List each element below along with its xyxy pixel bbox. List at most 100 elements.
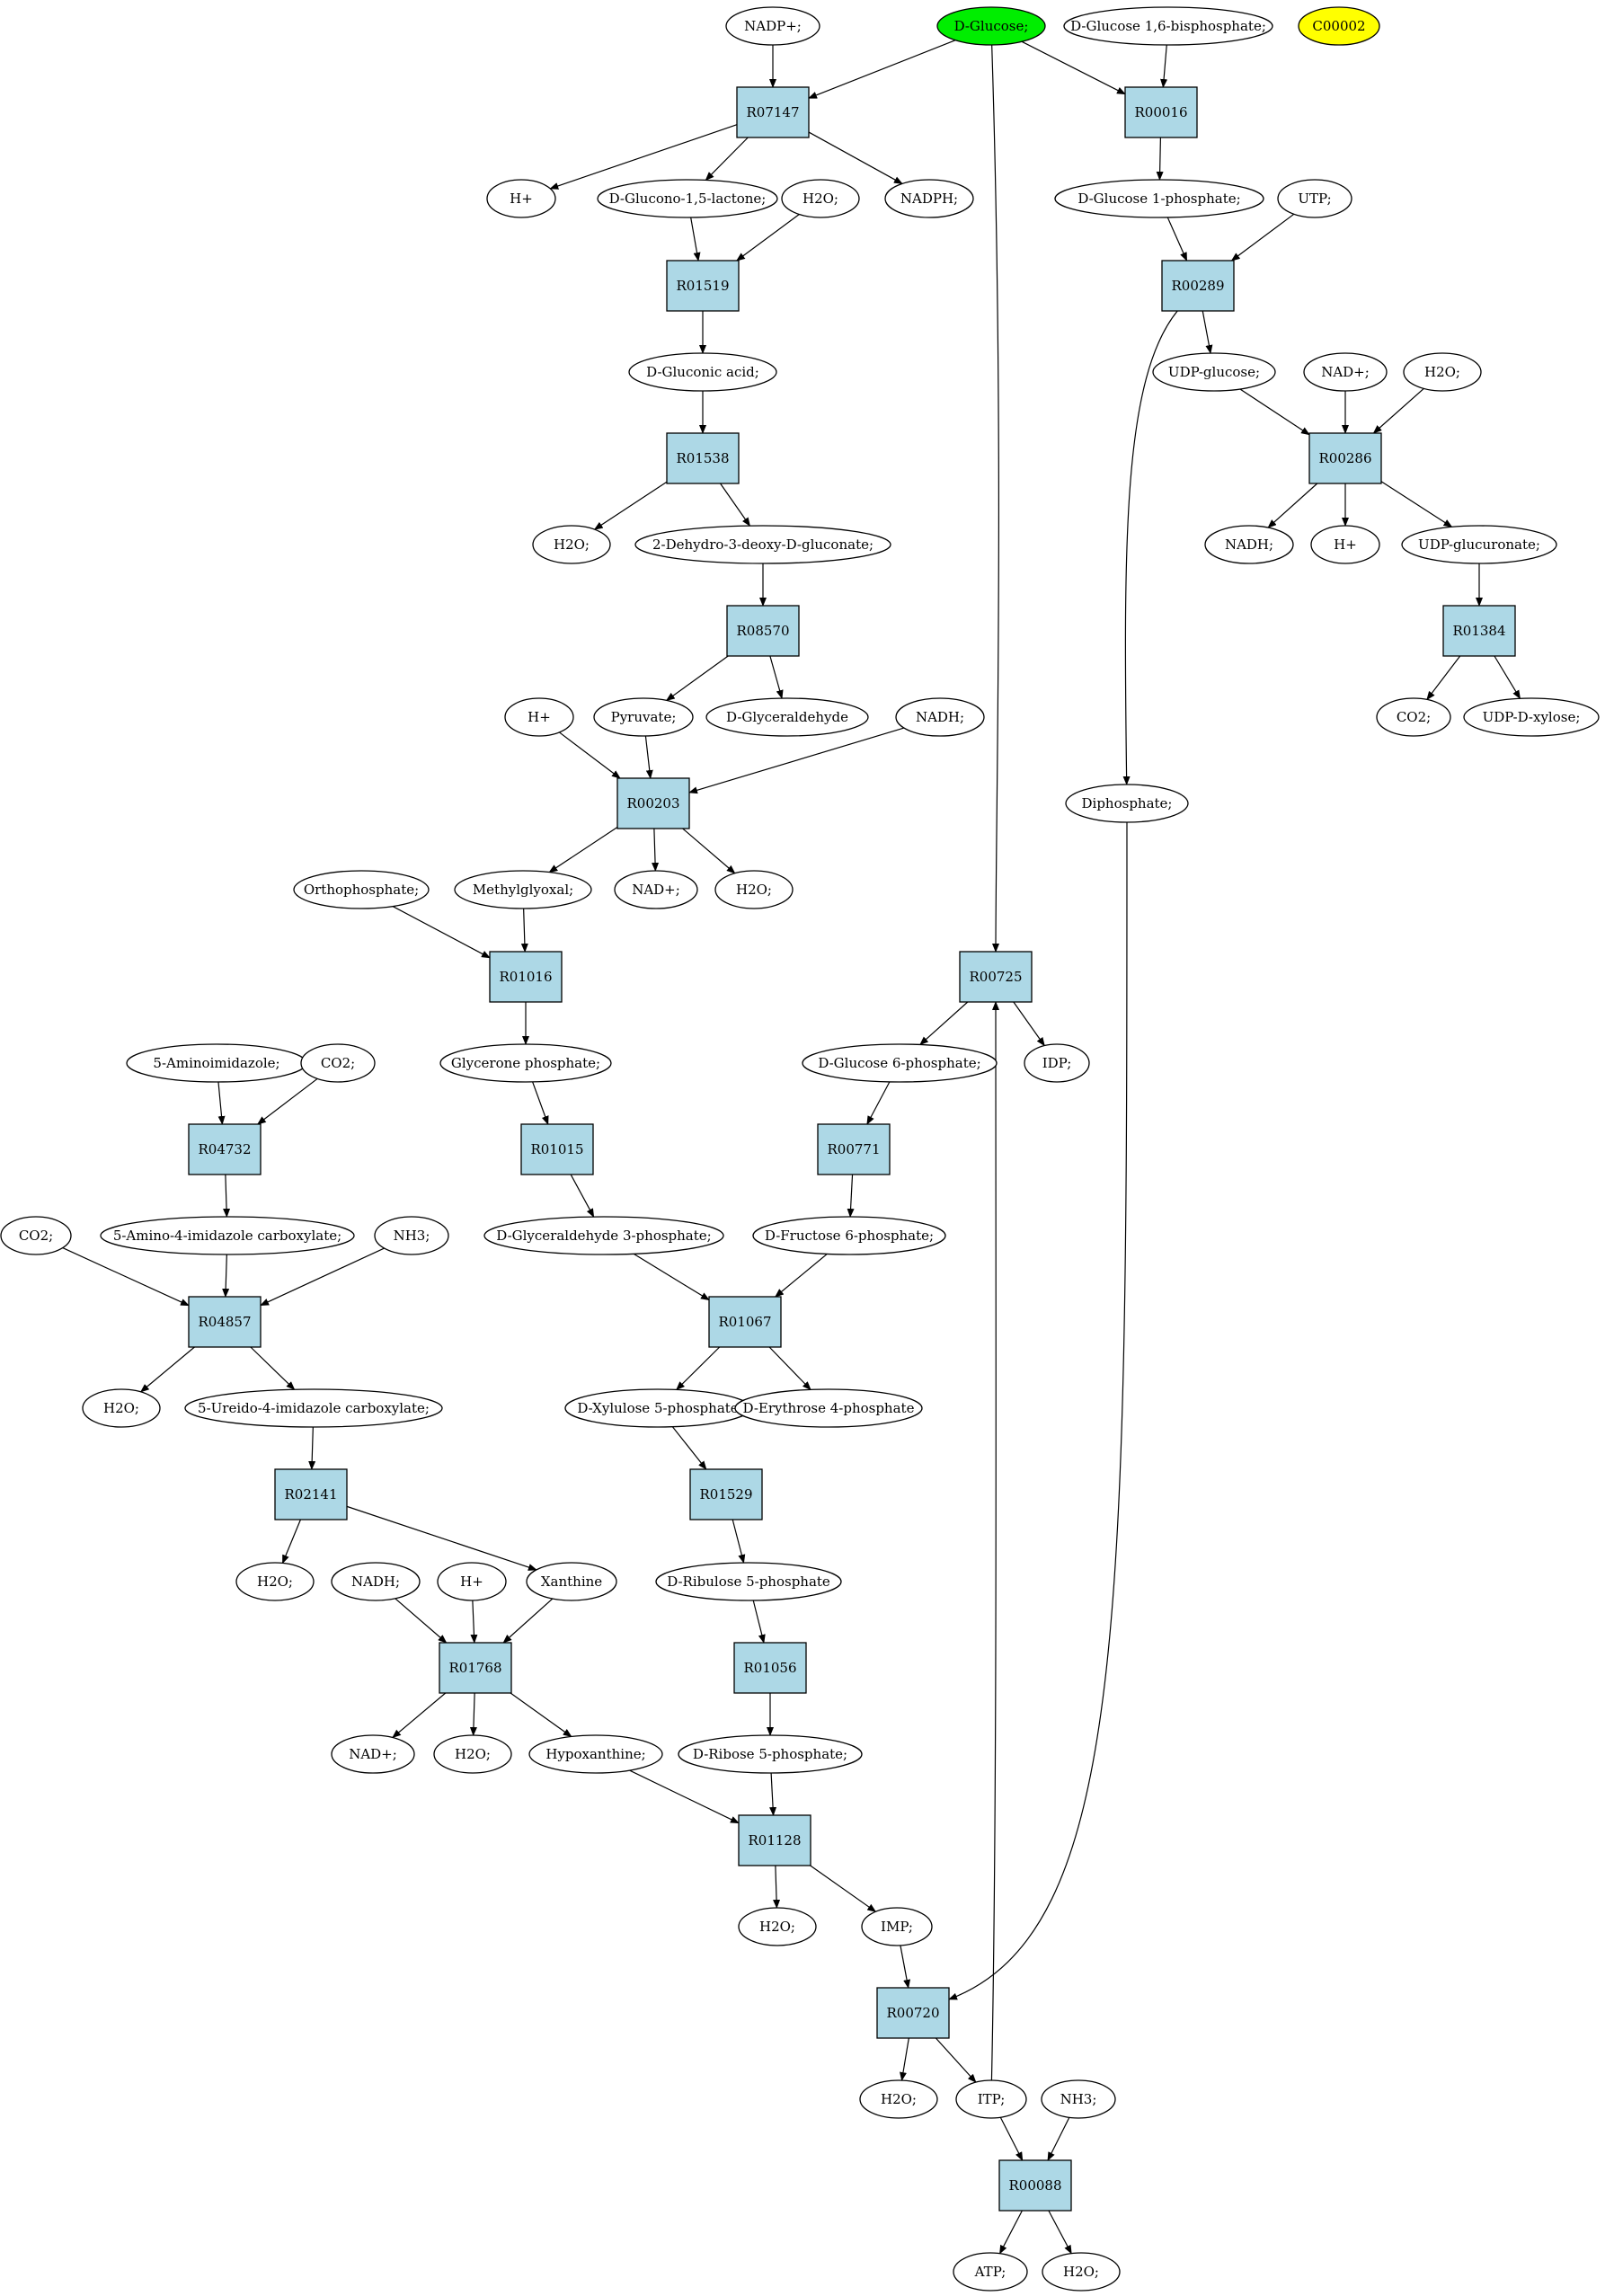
- compound-node-ru5p[interactable]: D-Ribulose 5-phosphate: [655, 1562, 842, 1601]
- compound-node-h2o_h[interactable]: H2O;: [433, 1734, 512, 1774]
- compound-node-mgo[interactable]: Methylglyoxal;: [454, 870, 592, 909]
- node-shape: [955, 2079, 1027, 2119]
- compound-node-co2_a[interactable]: CO2;: [1376, 697, 1451, 737]
- node-label: R01128: [748, 1832, 801, 1848]
- node-shape: [655, 1562, 842, 1601]
- compound-node-glyald[interactable]: D-Glyceraldehyde: [705, 697, 869, 737]
- node-label: UDP-glucuronate;: [1418, 536, 1540, 553]
- compound-node-nadpp[interactable]: NADP+;: [725, 6, 820, 46]
- compound-node-aminoim[interactable]: 5-Aminoimidazole;: [126, 1043, 307, 1083]
- compound-node-hp1[interactable]: H+: [486, 179, 556, 218]
- edge-co2_b-to-r04732: [256, 1077, 318, 1125]
- compound-node-nadh_g[interactable]: NADH;: [331, 1562, 421, 1601]
- compound-node-h2o_f[interactable]: H2O;: [235, 1562, 315, 1601]
- compound-node-h2o_k[interactable]: H2O;: [1042, 2252, 1121, 2292]
- reaction-node-r01067[interactable]: R01067: [708, 1296, 782, 1348]
- compound-node-glulac[interactable]: D-Glucono-1,5-lactone;: [597, 179, 778, 218]
- compound-node-co2_c[interactable]: CO2;: [0, 1216, 72, 1255]
- node-shape: [959, 951, 1033, 1003]
- reaction-node-r01529[interactable]: R01529: [689, 1468, 763, 1520]
- compound-node-g16bp[interactable]: D-Glucose 1,6-bisphosphate;: [1063, 6, 1273, 46]
- compound-node-nh3_a[interactable]: NH3;: [374, 1216, 449, 1255]
- reaction-node-r00203[interactable]: R00203: [616, 777, 690, 829]
- compound-node-ureido[interactable]: 5-Ureido-4-imidazole carboxylate;: [184, 1388, 443, 1428]
- compound-node-udpgluc[interactable]: UDP-glucuronate;: [1401, 525, 1557, 564]
- node-label: R01067: [718, 1314, 771, 1330]
- compound-node-nadp_d[interactable]: NAD+;: [614, 870, 698, 909]
- compound-node-itp[interactable]: ITP;: [955, 2079, 1027, 2119]
- compound-node-h2o_b[interactable]: H2O;: [1403, 352, 1482, 392]
- compound-node-r5p[interactable]: D-Ribose 5-phosphate;: [678, 1734, 863, 1774]
- compound-node-g1p[interactable]: D-Glucose 1-phosphate;: [1054, 179, 1264, 218]
- reaction-node-r01768[interactable]: R01768: [439, 1642, 512, 1694]
- compound-node-xu5p[interactable]: D-Xylulose 5-phosphate: [564, 1388, 751, 1428]
- compound-node-udpglc[interactable]: UDP-glucose;: [1152, 352, 1276, 392]
- compound-node-nh3_b[interactable]: NH3;: [1041, 2079, 1116, 2119]
- compound-node-pyr[interactable]: Pyruvate;: [593, 697, 694, 737]
- reaction-node-r01519[interactable]: R01519: [666, 260, 740, 312]
- compound-node-ortho[interactable]: Orthophosphate;: [293, 870, 430, 909]
- compound-node-glcacid[interactable]: D-Gluconic acid;: [628, 352, 777, 392]
- reaction-node-r01538[interactable]: R01538: [666, 432, 740, 484]
- node-label: D-Ribose 5-phosphate;: [693, 1746, 847, 1762]
- node-label: R01384: [1452, 623, 1505, 639]
- compound-node-hypox[interactable]: Hypoxanthine;: [528, 1734, 663, 1774]
- node-label: R00088: [1008, 2177, 1061, 2194]
- compound-node-h2o_i[interactable]: H2O;: [738, 1907, 817, 1946]
- compound-node-nadh_b[interactable]: NADH;: [1204, 525, 1294, 564]
- compound-node-nadp_h[interactable]: NAD+;: [331, 1734, 415, 1774]
- compound-node-h2o_c[interactable]: H2O;: [532, 525, 611, 564]
- reaction-node-r01056[interactable]: R01056: [733, 1642, 807, 1694]
- compound-node-kdg[interactable]: 2-Dehydro-3-deoxy-D-gluconate;: [634, 525, 891, 564]
- nodes: NADP+; D-Glucose; D-Glucose 1,6-bisphospha…: [0, 6, 1600, 2292]
- compound-node-h2o_d[interactable]: H2O;: [714, 870, 794, 909]
- reaction-node-r04857[interactable]: R04857: [188, 1296, 262, 1348]
- compound-node-glyp[interactable]: Glycerone phosphate;: [439, 1043, 612, 1083]
- compound-node-xanth[interactable]: Xanthine: [526, 1562, 617, 1601]
- compound-node-h2o_a[interactable]: H2O;: [781, 179, 860, 218]
- compound-node-atp[interactable]: ATP;: [953, 2252, 1028, 2292]
- compound-node-h2o_j[interactable]: H2O;: [859, 2079, 938, 2119]
- compound-node-utp[interactable]: UTP;: [1277, 179, 1352, 218]
- compound-node-f6p[interactable]: D-Fructose 6-phosphate;: [752, 1216, 946, 1255]
- compound-node-nadph1[interactable]: NADPH;: [884, 179, 974, 218]
- edge-udpglc-to-r00286: [1239, 388, 1310, 436]
- reaction-node-r04732[interactable]: R04732: [188, 1123, 262, 1175]
- edge-r07147-to-nadph1: [808, 131, 903, 184]
- compound-node-c00002[interactable]: C00002: [1298, 6, 1380, 46]
- node-shape: [714, 870, 794, 909]
- compound-node-ga3p[interactable]: D-Glyceraldehyde 3-phosphate;: [483, 1216, 724, 1255]
- compound-node-hp3[interactable]: H+: [504, 697, 574, 737]
- compound-node-hp4[interactable]: H+: [437, 1562, 507, 1601]
- reaction-node-r00286[interactable]: R00286: [1308, 432, 1382, 484]
- compound-node-nadp_b[interactable]: NAD+;: [1303, 352, 1388, 392]
- compound-node-idp[interactable]: IDP;: [1024, 1043, 1090, 1083]
- reaction-node-r02141[interactable]: R02141: [274, 1468, 348, 1520]
- compound-node-e4p[interactable]: D-Erythrose 4-phosphate: [734, 1388, 923, 1428]
- node-label: H2O;: [736, 882, 772, 898]
- reaction-node-r00289[interactable]: R00289: [1161, 260, 1235, 312]
- reaction-node-r00720[interactable]: R00720: [876, 1987, 950, 2039]
- reaction-node-r00725[interactable]: R00725: [959, 951, 1033, 1003]
- compound-node-udpxyl[interactable]: UDP-D-xylose;: [1463, 697, 1600, 737]
- node-shape: [734, 1388, 923, 1428]
- reaction-node-r00088[interactable]: R00088: [998, 2159, 1072, 2212]
- reaction-node-r01128[interactable]: R01128: [738, 1814, 811, 1866]
- reaction-node-r01015[interactable]: R01015: [520, 1123, 594, 1175]
- compound-node-imp[interactable]: IMP;: [861, 1907, 933, 1946]
- reaction-node-r07147[interactable]: R07147: [736, 86, 810, 138]
- node-label: UDP-D-xylose;: [1483, 709, 1581, 725]
- reaction-node-r00016[interactable]: R00016: [1124, 86, 1198, 138]
- reaction-node-r08570[interactable]: R08570: [726, 605, 800, 657]
- compound-node-nadh_c[interactable]: NADH;: [895, 697, 985, 737]
- compound-node-g6p[interactable]: D-Glucose 6-phosphate;: [802, 1043, 998, 1083]
- compound-node-aicarb[interactable]: 5-Amino-4-imidazole carboxylate;: [100, 1216, 355, 1255]
- compound-node-diphos[interactable]: Diphosphate;: [1065, 784, 1189, 823]
- reaction-node-r01016[interactable]: R01016: [489, 951, 563, 1003]
- compound-node-h2o_e[interactable]: H2O;: [82, 1388, 161, 1428]
- reaction-node-r00771[interactable]: R00771: [817, 1123, 891, 1175]
- compound-node-glc[interactable]: D-Glucose;: [936, 6, 1046, 46]
- compound-node-hp2[interactable]: H+: [1310, 525, 1380, 564]
- compound-node-co2_b[interactable]: CO2;: [300, 1043, 376, 1083]
- reaction-node-r01384[interactable]: R01384: [1442, 605, 1516, 657]
